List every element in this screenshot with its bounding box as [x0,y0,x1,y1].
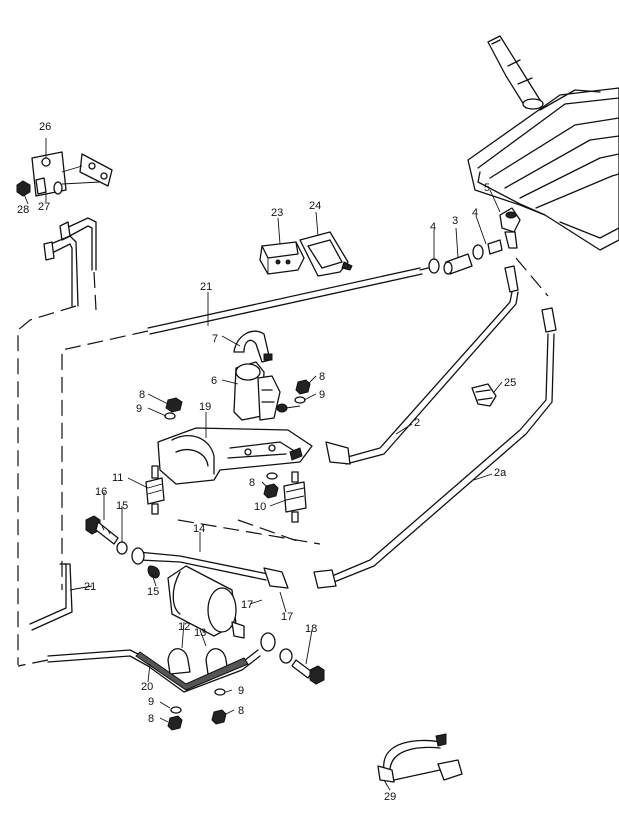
callout-8-left: 8 [139,389,145,401]
fuel-filter-13 [147,565,245,639]
callout-15-upper: 15 [116,500,128,512]
callout-10: 10 [254,501,266,513]
callout-21-lower: 21 [84,581,96,593]
callout-labels: 26 28 27 23 24 5 4 3 4 21 7 6 8 9 8 9 19… [17,121,516,803]
bracket-assembly [16,151,113,197]
callout-9-left: 9 [136,403,142,415]
cable-tie-29 [377,733,463,783]
fuel-tank [467,87,619,251]
hose-14 [131,519,321,589]
callout-7: 7 [212,333,218,345]
bolt-18 [279,648,325,685]
mount-11 [145,465,165,515]
callout-24: 24 [309,200,321,212]
callout-19: 19 [199,401,211,413]
leader-lines [23,138,503,791]
filler-neck [487,35,544,110]
carrier-19 [157,427,313,485]
callout-9-bottom-right: 9 [238,685,244,697]
tank-outlet [499,207,521,249]
callout-8-bottom-left: 8 [148,713,154,725]
fuel-lines-left [17,217,423,665]
clamp-12 [167,648,229,675]
callout-25: 25 [504,377,516,389]
bracket-7 [233,330,273,363]
callout-17-left: 17 [241,599,253,611]
callout-20: 20 [141,681,153,693]
callout-2: 2 [414,417,420,429]
filter-3 [419,239,503,275]
callout-16: 16 [95,486,107,498]
clip-25 [471,383,497,407]
callout-23: 23 [271,207,283,219]
callout-6: 6 [211,375,217,387]
callout-8-mid: 8 [249,477,255,489]
callout-13: 13 [194,627,206,639]
callout-11: 11 [112,472,123,484]
callout-9-right: 9 [319,389,325,401]
callout-5: 5 [484,182,490,194]
fuel-line-2a [313,307,557,589]
callout-26: 26 [39,121,51,133]
callout-21-upper: 21 [200,281,212,293]
callout-18: 18 [305,623,317,635]
callout-8-bottom-right: 8 [238,705,244,717]
callout-8-right: 8 [319,371,325,383]
callout-28: 28 [17,204,29,216]
callout-2a: 2a [494,467,507,479]
callout-14: 14 [193,523,205,535]
relay-23 [259,241,305,275]
fuel-line-2 [325,257,549,465]
callout-15-lower: 15 [147,586,159,598]
relay-24 [299,231,353,277]
callout-9-bottom-left: 9 [148,696,154,708]
callout-29: 29 [384,791,396,803]
callout-12: 12 [178,621,190,633]
pump-6 [233,361,301,421]
bolt-16 [85,515,128,555]
callout-4b: 4 [472,207,478,219]
callout-3: 3 [452,215,458,227]
callout-4a: 4 [430,221,436,233]
mount-10 [283,471,307,523]
hose-20 [17,632,276,693]
callout-27: 27 [38,201,50,213]
callout-17-right: 17 [281,611,293,623]
